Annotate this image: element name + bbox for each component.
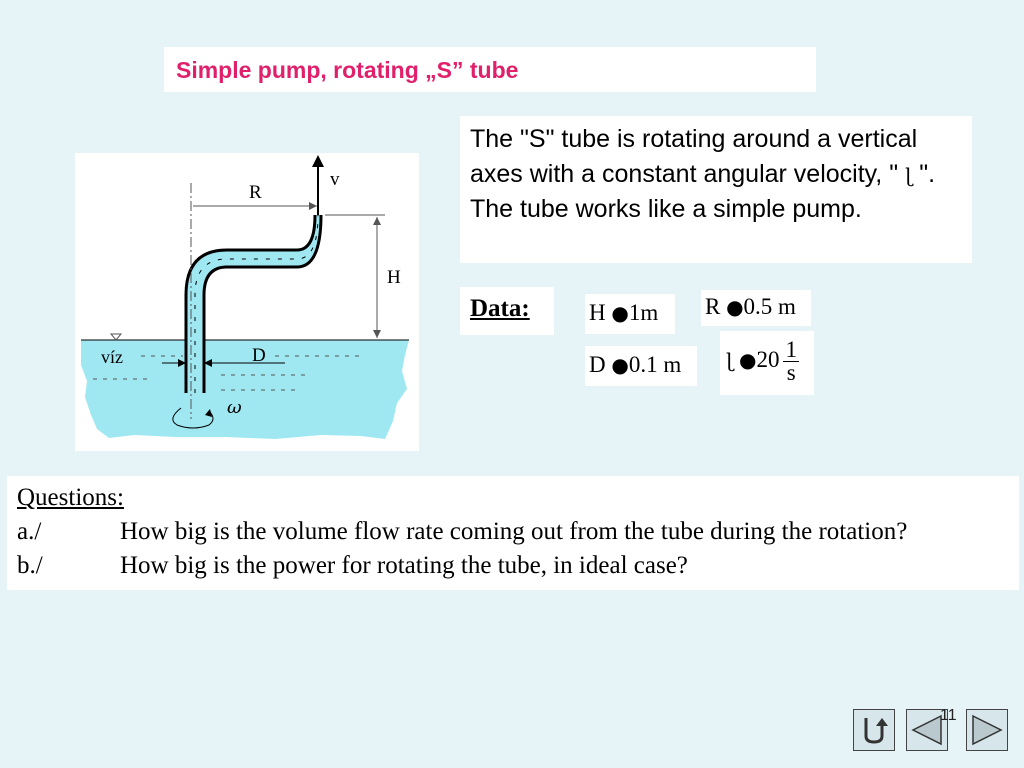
questions-heading: Questions: [17, 484, 124, 511]
formula-r-symbol: R [705, 294, 721, 319]
page-number: 11 [940, 707, 957, 724]
description-pre: The "S" tube is rotating around a vertic… [470, 125, 918, 188]
formula-omega-symbol: ɭ [726, 347, 734, 372]
description-box: The "S" tube is rotating around a vertic… [460, 116, 972, 263]
formula-r-box: R ●0.5 m [701, 290, 811, 326]
rotation-arrow [172, 407, 214, 429]
formula-d-value: 0.1 m [628, 352, 682, 377]
forward-button[interactable] [966, 709, 1008, 751]
formula-d-symbol: D [589, 352, 606, 377]
return-arrow-icon [864, 718, 888, 744]
question-b-text: How big is the power for rotating the tu… [120, 552, 688, 579]
description-post: ". The tube works like a simple pump. [470, 159, 936, 224]
back-button[interactable] [906, 709, 948, 751]
formula-r-operator: ● [726, 295, 744, 319]
formula-h-box: H ●1m [585, 294, 675, 334]
formula-h: H ●1m [589, 300, 658, 326]
formula-d: D ●0.1 m [589, 352, 681, 378]
return-button[interactable] [853, 709, 895, 751]
triangle-left-icon [911, 714, 942, 746]
title-box: Simple pump, rotating „S” tube [164, 47, 816, 92]
question-a-text: How big is the volume flow rate coming o… [120, 518, 908, 545]
data-heading-box: Data: [460, 287, 554, 335]
label-viz: víz [101, 347, 123, 367]
formula-omega-value: 20 [756, 346, 780, 372]
label-d: D [252, 345, 266, 366]
unit-denominator: s [786, 360, 796, 385]
question-a: a./ How big is the volume flow rate comin… [17, 518, 907, 546]
formula-h-symbol: H [589, 300, 606, 325]
label-r: R [249, 182, 262, 203]
triangle-right-icon [972, 714, 1003, 746]
question-a-label: a./ [17, 518, 42, 545]
formula-r-value: 0.5 m [743, 294, 796, 319]
data-heading: Data: [470, 295, 530, 322]
question-b-label: b./ [17, 552, 43, 579]
diagram-svg: v R H D víz ω [81, 155, 409, 439]
formula-d-box: D ●0.1 m [585, 346, 697, 386]
formula-d-operator: ● [611, 353, 629, 377]
formula-h-value: 1m [628, 300, 659, 325]
label-h: H [387, 267, 401, 288]
description-text: The "S" tube is rotating around a vertic… [470, 122, 966, 227]
s-tube-diagram: v R H D víz ω [75, 153, 419, 451]
question-b: b./ How big is the power for rotating the… [17, 552, 688, 580]
label-v: v [330, 169, 340, 190]
omega-symbol: ɭ [905, 162, 913, 187]
formula-omega-operator: ● [739, 347, 757, 372]
formula-r: R ●0.5 m [705, 294, 796, 320]
unit-numerator: 1 [783, 337, 799, 362]
label-omega: ω [227, 397, 242, 418]
formula-h-operator: ● [611, 301, 629, 325]
questions-box: Questions: a./ How big is the volume flow… [7, 476, 1019, 590]
slide-title: Simple pump, rotating „S” tube [176, 57, 519, 83]
